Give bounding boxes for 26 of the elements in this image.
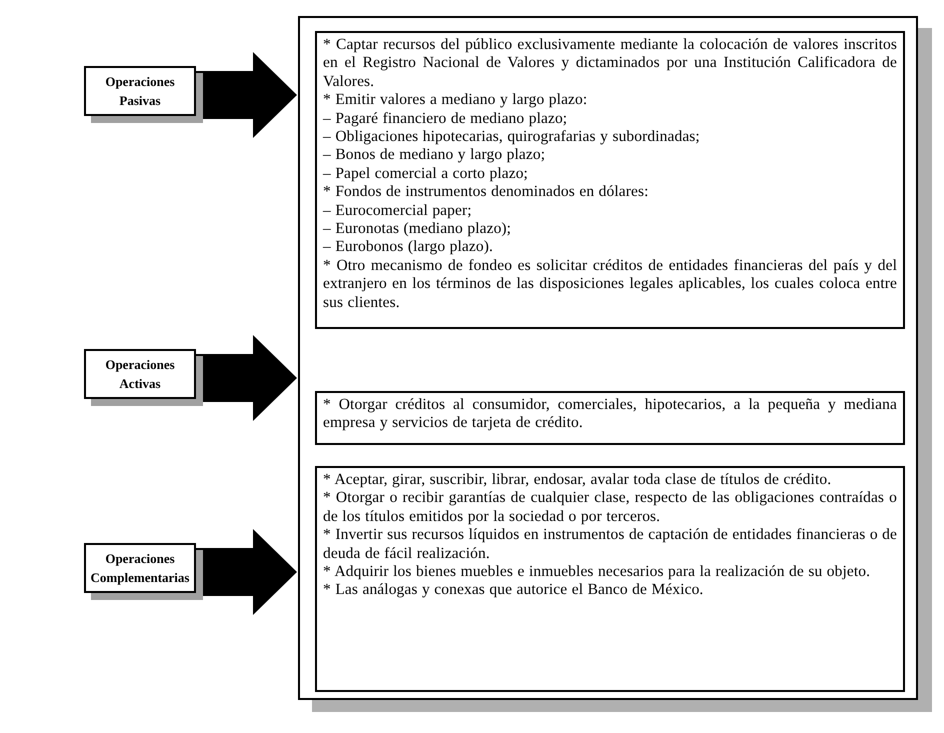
list-item: – Eurocomercial paper; [323,202,473,220]
block-arrow [196,52,297,138]
category-label: Operaciones Pasivas [104,73,176,110]
list-item: * Invertir sus recursos líquidos en instrumentos de captación de entidades financieras o de deuda de fácil realización. [323,526,897,564]
list-item: – Eurobonos (largo plazo). [323,238,494,257]
list-item: – Papel comercial a corto plazo; [323,164,529,184]
block-arrow [196,529,297,615]
list-item: – Euronotas (mediano plazo); [323,220,512,238]
list-item: * Aceptar, girar, suscribir, librar, endosar, avalar toda clase de títulos de crédito. [323,471,832,490]
list-item: * Emitir valores a mediano y largo plazo: [323,91,588,110]
list-item: * Captar recursos del público exclusivamente mediante la colocación de valores inscritos en el Registro Nacional de Valores y dictaminados por una Institución Calificadora de Valores. [323,36,897,92]
list-item: – Obligaciones hipotecarias, quirografarias y subordinadas; [323,128,701,146]
list-item: * Las análogas y conexas que autorice el Banco de México. [323,581,704,600]
list-item: * Otorgar créditos al consumidor, comerciales, hipotecarios, a la pequeña y mediana empresa y servicios de tarjeta de crédito. [323,396,897,433]
text-box [315,391,905,445]
list-item: * Fondos de instrumentos denominados en dólares: [323,183,650,202]
list-item: – Pagaré financiero de mediano plazo; [323,110,568,128]
text-box [315,466,905,692]
list-item: * Otorgar o recibir garantías de cualquier clase, respecto de las obligaciones contraídas o de los títulos emitidos por la sociedad o por terceros. [323,489,897,526]
list-item: – Bonos de mediano y largo plazo; [323,146,546,165]
text-box [315,31,905,329]
block-arrow [196,335,297,421]
list-item: * Adquirir los bienes muebles e inmuebles necesarios para la realización de su objeto. [323,563,872,582]
category-label: Operaciones Complementarias [90,550,190,587]
list-item: * Otro mecanismo de fondeo es solicitar créditos de entidades financieras del país y del extranjero en los términos de las disposiciones legales aplicables, los cuales coloca entre sus clientes. [323,256,897,312]
category-label: Operaciones Activas [104,356,176,393]
